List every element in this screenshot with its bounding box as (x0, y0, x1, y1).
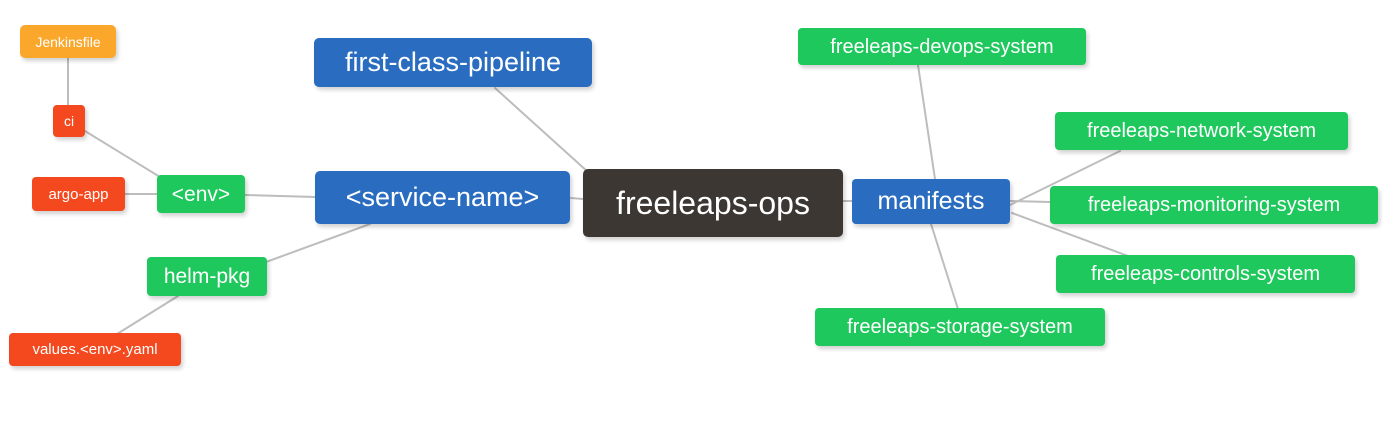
mindmap-node-argo-app[interactable]: argo-app (32, 177, 125, 211)
mindmap-edge-freeleaps-ops-to-first-class-pipeline (494, 87, 589, 173)
mindmap-edge-helm-pkg-to-values-yaml (116, 295, 179, 335)
mindmap-edge-freeleaps-ops-to-service-name (570, 197, 584, 200)
mindmap-node-label-service-name: <service-name> (345, 182, 540, 212)
mindmap-node-label-freeleaps-monitoring-system: freeleaps-monitoring-system (1087, 194, 1341, 216)
mindmap-edge-service-name-to-helm-pkg (265, 223, 371, 263)
mindmap-edge-manifests-to-freeleaps-storage-system (930, 223, 959, 310)
mindmap-node-first-class-pipeline[interactable]: first-class-pipeline (314, 38, 592, 87)
mindmap-node-label-freeleaps-storage-system: freeleaps-storage-system (847, 316, 1073, 338)
mindmap-node-freeleaps-network-system[interactable]: freeleaps-network-system (1055, 112, 1348, 150)
mindmap-node-values-yaml[interactable]: values.<env>.yaml (9, 333, 181, 366)
mindmap-edge-manifests-to-freeleaps-monitoring-system (1009, 200, 1051, 203)
mindmap-node-freeleaps-storage-system[interactable]: freeleaps-storage-system (815, 308, 1105, 346)
mindmap-node-freeleaps-monitoring-system[interactable]: freeleaps-monitoring-system (1050, 186, 1378, 224)
mindmap-node-label-manifests: manifests (877, 187, 985, 215)
mindmap-node-label-jenkinsfile: Jenkinsfile (35, 33, 101, 50)
mindmap-node-jenkinsfile[interactable]: Jenkinsfile (20, 25, 116, 58)
mindmap-node-env[interactable]: <env> (157, 175, 245, 213)
mindmap-node-helm-pkg[interactable]: helm-pkg (147, 257, 267, 296)
mindmap-node-label-helm-pkg: helm-pkg (163, 265, 251, 288)
mindmap-node-label-freeleaps-ops: freeleaps-ops (616, 185, 810, 221)
mindmap-edge-manifests-to-freeleaps-devops-system (917, 64, 936, 180)
mindmap-node-ci[interactable]: ci (53, 105, 85, 137)
mindmap-node-label-freeleaps-controls-system: freeleaps-controls-system (1091, 263, 1320, 285)
mindmap-edge-env-to-ci (84, 130, 161, 178)
mindmap-node-label-freeleaps-network-system: freeleaps-network-system (1087, 120, 1316, 142)
mindmap-node-freeleaps-controls-system[interactable]: freeleaps-controls-system (1056, 255, 1355, 293)
mindmap-node-manifests[interactable]: manifests (852, 179, 1010, 224)
mindmap-node-service-name[interactable]: <service-name> (315, 171, 570, 224)
mindmap-node-freeleaps-ops[interactable]: freeleaps-ops (583, 169, 843, 237)
mindmap-node-label-env: <env> (171, 182, 231, 206)
mindmap-edge-service-name-to-env (244, 194, 316, 198)
mindmap-node-label-ci: ci (63, 113, 75, 129)
mindmap-node-label-argo-app: argo-app (48, 185, 109, 203)
mindmap-node-label-freeleaps-devops-system: freeleaps-devops-system (830, 35, 1054, 58)
mindmap-node-freeleaps-devops-system[interactable]: freeleaps-devops-system (798, 28, 1086, 65)
mindmap-node-label-values-yaml: values.<env>.yaml (32, 341, 158, 358)
mindmap-node-label-first-class-pipeline: first-class-pipeline (344, 47, 562, 77)
